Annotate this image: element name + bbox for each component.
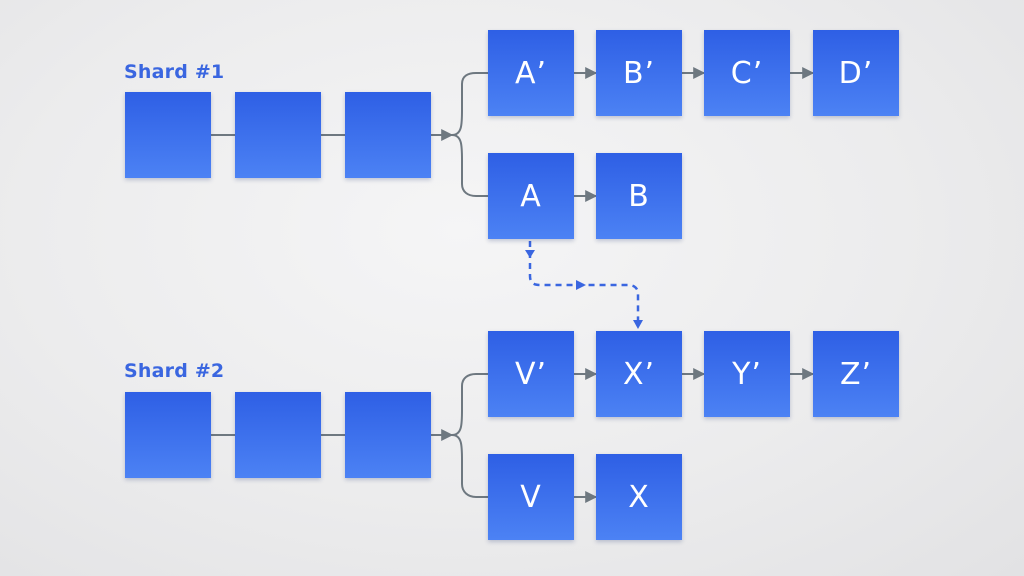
block-b-prime: B’ (596, 30, 682, 116)
shard2-fork-upper-branch (451, 373, 488, 436)
shard2-chain-block (345, 392, 431, 478)
cross-link-arrowhead (633, 320, 643, 329)
block-x-prime: X’ (596, 331, 682, 417)
shard2-chain-block (125, 392, 211, 478)
block-a: A (488, 153, 574, 239)
shard1-chain-block (235, 92, 321, 178)
block-y-prime: Y’ (704, 331, 790, 417)
shard1-fork-lower-branch (451, 134, 488, 197)
block-v-prime: V’ (488, 331, 574, 417)
shard2-fork-lower-branch (451, 434, 488, 498)
shard1-chain-block (345, 92, 431, 178)
shard-2-label: Shard #2 (124, 360, 225, 382)
cross-link-arrowhead (525, 250, 535, 258)
block-v: V (488, 454, 574, 540)
block-b: B (596, 153, 682, 239)
block-a-prime: A’ (488, 30, 574, 116)
shard1-chain-block (125, 92, 211, 178)
shard-1-label: Shard #1 (124, 61, 225, 83)
shard2-chain-block (235, 392, 321, 478)
shard1-fork-upper-branch (451, 72, 488, 136)
block-d-prime: D’ (813, 30, 899, 116)
block-z-prime: Z’ (813, 331, 899, 417)
block-c-prime: C’ (704, 30, 790, 116)
cross-link-arrowhead (576, 280, 586, 290)
block-x: X (596, 454, 682, 540)
